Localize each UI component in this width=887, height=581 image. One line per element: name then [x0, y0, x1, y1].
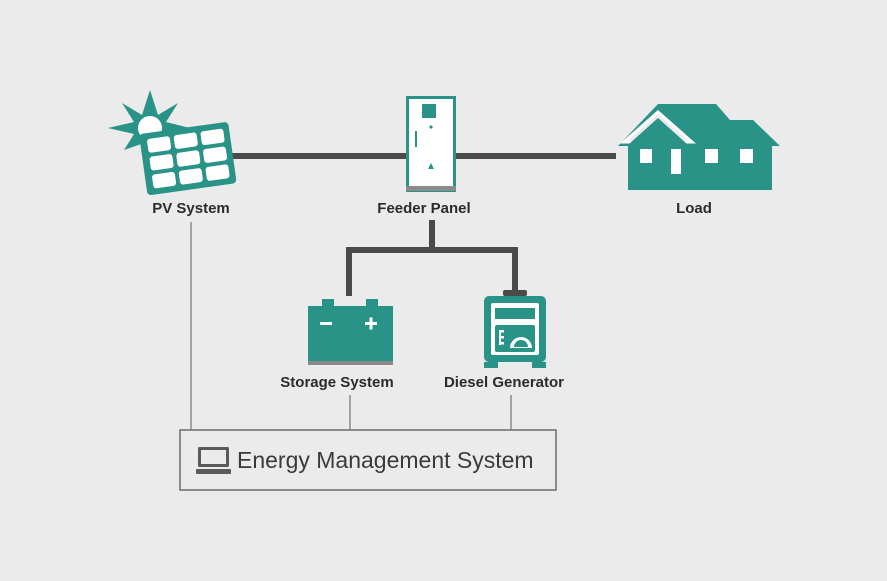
pv-system: PV System: [108, 90, 237, 217]
diesel-generator-label: Diesel Generator: [444, 374, 564, 391]
ems-box: [179, 429, 557, 491]
generator-icon: [484, 290, 546, 368]
computer-icon: [196, 447, 231, 474]
load-label: Load: [676, 200, 712, 217]
load: Load: [618, 104, 780, 217]
ems-label: Energy Management System: [237, 447, 534, 473]
storage-system: Storage System: [280, 299, 394, 391]
energy-management-system: Energy Management System: [179, 429, 557, 491]
storage-system-label: Storage System: [280, 374, 393, 391]
feeder-panel-icon: [406, 96, 456, 192]
solar-panel-icon: [139, 122, 237, 196]
control-lines: [190, 222, 512, 430]
feeder-panel-label: Feeder Panel: [377, 200, 470, 217]
feeder-panel: Feeder Panel: [377, 96, 471, 217]
diesel-generator: Diesel Generator: [444, 290, 564, 391]
house-icon: [618, 104, 780, 190]
battery-icon: [308, 299, 393, 365]
power-lines: [226, 153, 616, 296]
pv-system-label: PV System: [152, 200, 230, 217]
branch-to-storage-line: [346, 247, 518, 296]
